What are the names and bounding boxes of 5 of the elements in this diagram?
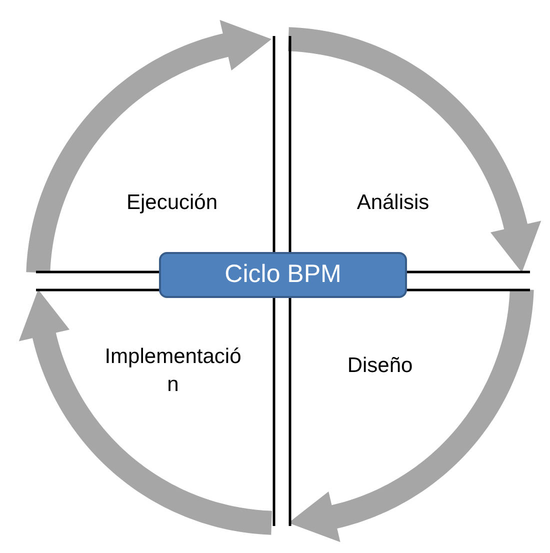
- quadrant-label: Análisis: [356, 190, 430, 216]
- quadrant-label: Ejecución: [126, 190, 218, 216]
- quadrant-label: Diseño: [347, 352, 413, 379]
- title-box: Ciclo BPM: [159, 252, 407, 298]
- quadrant-label: Implementación: [104, 344, 242, 398]
